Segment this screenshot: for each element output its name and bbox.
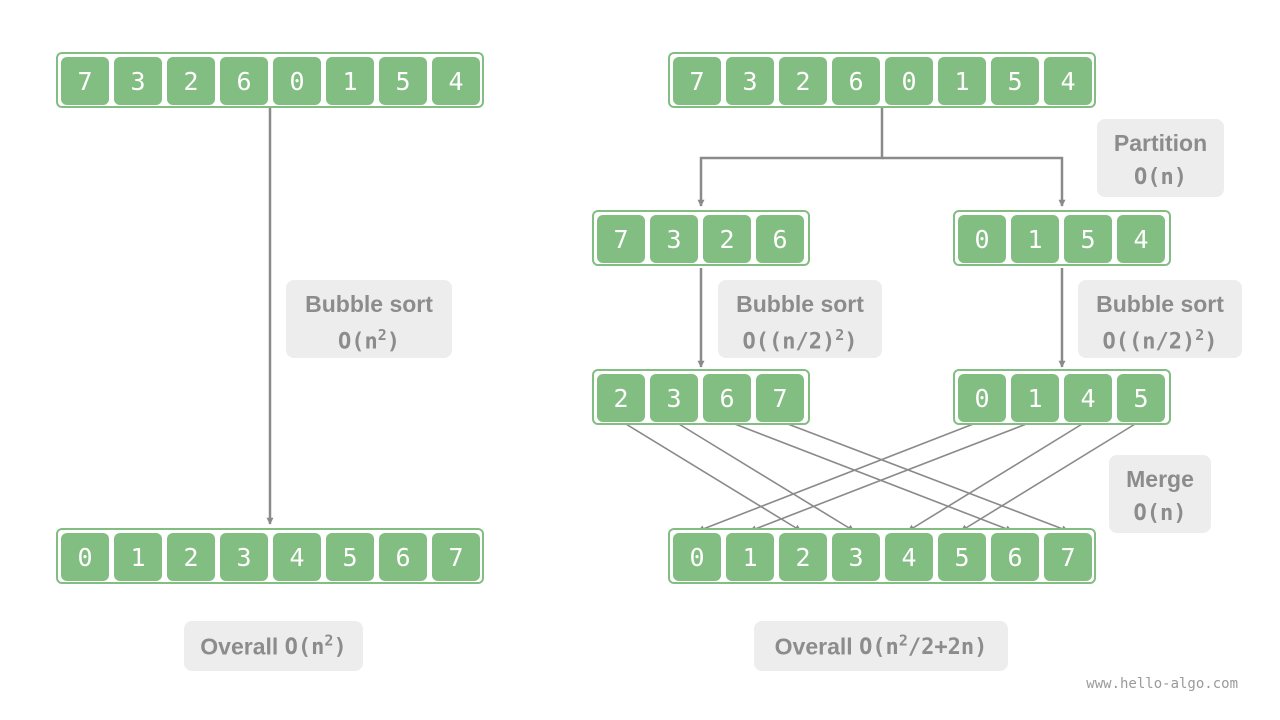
array-cell: 2 [167, 533, 215, 581]
array-cell: 3 [114, 57, 162, 105]
array-cell: 0 [958, 374, 1006, 422]
right-left-bubble-sort-label: Bubble sort O((n/2)2) [718, 280, 882, 358]
array-cell: 5 [326, 533, 374, 581]
array-cell: 7 [756, 374, 804, 422]
watermark: www.hello-algo.com [1086, 676, 1238, 692]
label-title: Partition [1113, 130, 1208, 156]
array-cell: 7 [1044, 533, 1092, 581]
array-cell: 0 [61, 533, 109, 581]
array-cell: 4 [885, 533, 933, 581]
array-cell: 2 [167, 57, 215, 105]
array-cell: 3 [220, 533, 268, 581]
array-cell: 7 [432, 533, 480, 581]
label-title: Bubble sort [736, 291, 864, 317]
array-cell: 6 [832, 57, 880, 105]
overall-text: Overall O(n2/2+2n) [774, 631, 988, 661]
array-cell: 6 [220, 57, 268, 105]
array-cell: 2 [597, 374, 645, 422]
merge-label: Merge O(n) [1109, 455, 1211, 533]
label-title: Bubble sort [1096, 291, 1224, 317]
array-cell: 2 [703, 215, 751, 263]
array-cell: 5 [938, 533, 986, 581]
array-cell: 1 [114, 533, 162, 581]
left-overall-label: Overall O(n2) [184, 621, 363, 671]
label-complexity: O(n) [1134, 165, 1187, 190]
right-right-bubble-sort-label: Bubble sort O((n/2)2) [1078, 280, 1242, 358]
label-complexity: O(n) [1133, 501, 1187, 526]
label-complexity: O(n2) [337, 326, 401, 355]
partition-label: Partition O(n) [1097, 119, 1224, 197]
label-title: Merge [1126, 466, 1194, 492]
array-cell: 1 [938, 57, 986, 105]
array-cell: 0 [958, 215, 1006, 263]
array-cell: 4 [1064, 374, 1112, 422]
partition-split-line-right [882, 156, 1066, 207]
array-cell: 6 [703, 374, 751, 422]
array-cell: 1 [1011, 215, 1059, 263]
array-cell: 6 [379, 533, 427, 581]
array-cell: 4 [1044, 57, 1092, 105]
array-cell: 5 [1117, 374, 1165, 422]
array-cell: 6 [756, 215, 804, 263]
array-cell: 0 [273, 57, 321, 105]
array-cell: 7 [597, 215, 645, 263]
array-cell: 4 [1117, 215, 1165, 263]
right-overall-label: Overall O(n2/2+2n) [754, 621, 1008, 671]
array-cell: 1 [726, 533, 774, 581]
array-cell: 4 [273, 533, 321, 581]
array-cell: 3 [726, 57, 774, 105]
array-cell: 1 [326, 57, 374, 105]
array-cell: 5 [379, 57, 427, 105]
array-cell: 2 [779, 57, 827, 105]
label-complexity: O((n/2)2) [1102, 326, 1218, 355]
array-cell: 2 [779, 533, 827, 581]
array-cell: 6 [991, 533, 1039, 581]
partition-split-line [697, 108, 884, 207]
array-cell: 3 [832, 533, 880, 581]
array-cell: 0 [673, 533, 721, 581]
array-cell: 4 [432, 57, 480, 105]
array-cell: 5 [991, 57, 1039, 105]
array-cell: 3 [650, 215, 698, 263]
array-cell: 1 [1011, 374, 1059, 422]
label-complexity: O((n/2)2) [742, 326, 858, 355]
left-bubble-sort-label: Bubble sort O(n2) [286, 280, 452, 358]
label-title: Bubble sort [305, 291, 433, 317]
array-cell: 3 [650, 374, 698, 422]
array-cell: 7 [61, 57, 109, 105]
overall-text: Overall O(n2) [200, 631, 347, 661]
array-cell: 7 [673, 57, 721, 105]
array-cell: 0 [885, 57, 933, 105]
merge-lines [620, 420, 1141, 533]
array-cell: 5 [1064, 215, 1112, 263]
